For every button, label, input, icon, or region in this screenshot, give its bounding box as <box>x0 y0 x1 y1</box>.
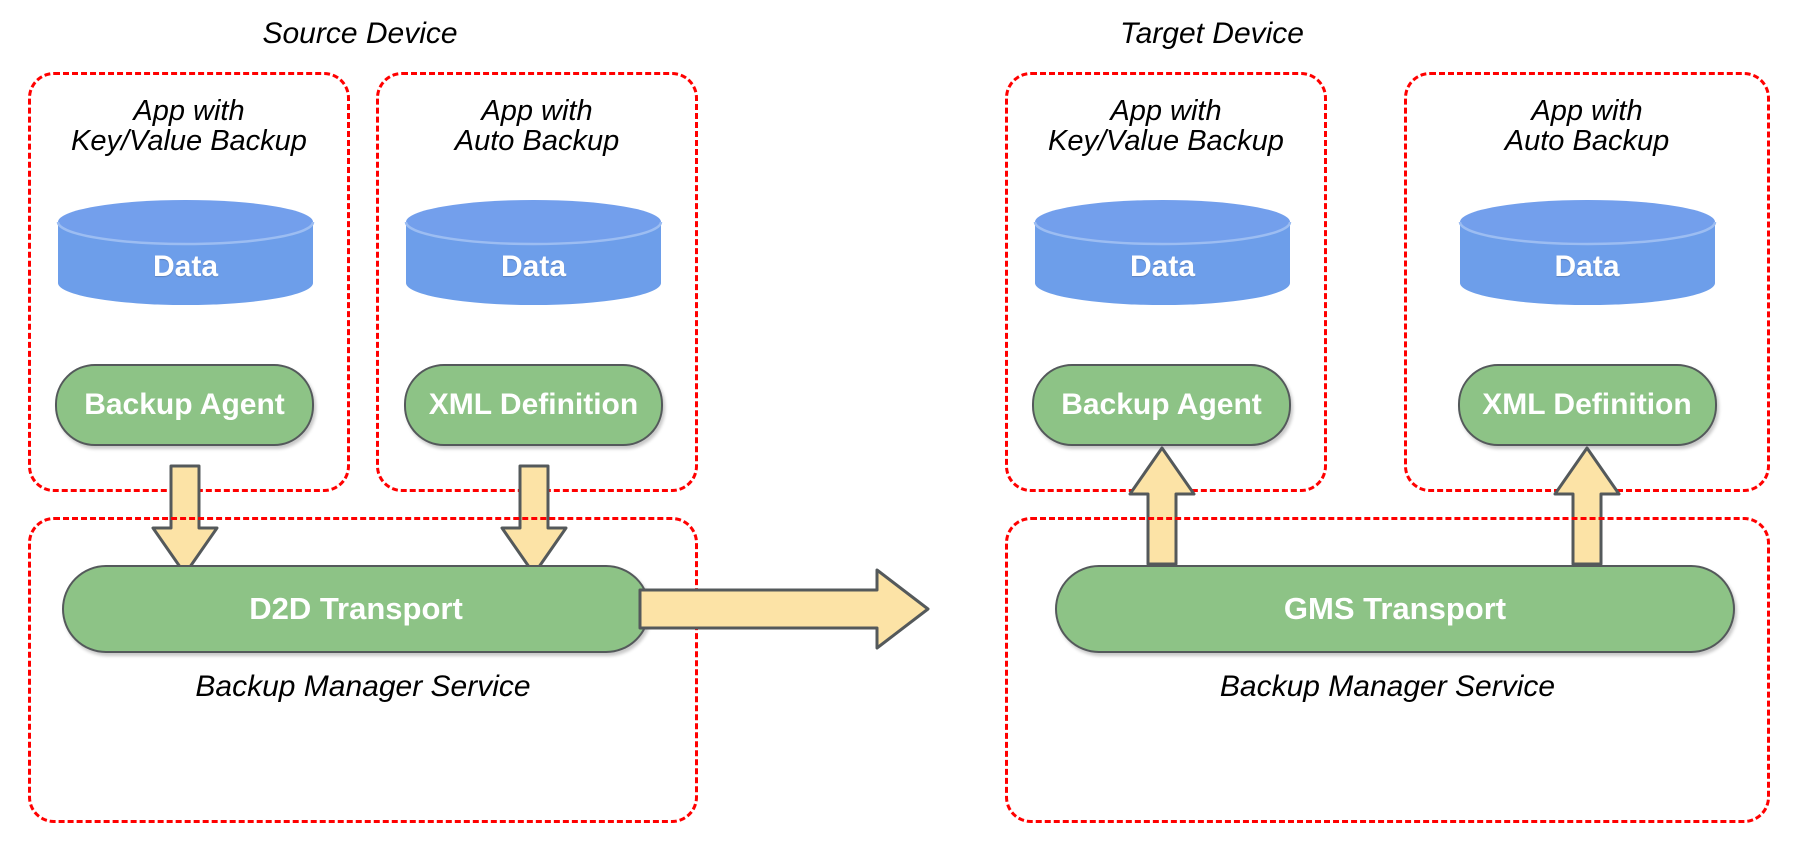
source-app-auto-title: App with Auto Backup <box>376 96 698 157</box>
target-app-auto-data-cylinder: Data <box>1458 200 1716 305</box>
source-app-auto-data-cylinder: Data <box>404 200 663 305</box>
source-arrow-auto-down <box>500 464 568 576</box>
source-backup-manager-service-label: Backup Manager Service <box>195 670 531 703</box>
target-backup-manager-service-container <box>1005 517 1770 823</box>
arrow-down-icon <box>500 464 568 576</box>
target-app-keyvalue-data-cylinder: Data <box>1033 200 1292 305</box>
arrow-right-icon <box>638 568 930 650</box>
cylinder-icon <box>56 200 315 305</box>
target-backup-agent-pill[interactable]: Backup Agent <box>1032 364 1291 446</box>
arrow-down-icon <box>151 464 219 576</box>
source-device-title: Source Device <box>262 17 458 50</box>
gms-transport-pill[interactable]: GMS Transport <box>1055 565 1735 653</box>
arrow-up-icon <box>1553 446 1621 566</box>
source-app-keyvalue-data-label: Data <box>152 250 219 283</box>
target-arrow-auto-up <box>1553 446 1621 566</box>
d2d-transport-pill[interactable]: D2D Transport <box>62 565 650 653</box>
target-xml-definition-pill[interactable]: XML Definition <box>1457 364 1717 446</box>
source-app-keyvalue-data-cylinder: Data <box>56 200 315 305</box>
arrow-up-icon <box>1128 446 1196 566</box>
app-title-line1: App with <box>1531 95 1643 127</box>
app-title-line2: Key/Value Backup <box>71 125 307 158</box>
cylinder-icon <box>1458 200 1716 305</box>
target-app-auto-data-label: Data <box>1554 250 1620 283</box>
app-title-line2: Auto Backup <box>1504 125 1670 158</box>
target-app-keyvalue-data-label: Data <box>1129 250 1196 283</box>
cylinder-icon <box>1033 200 1292 305</box>
target-app-auto-title: App with Auto Backup <box>1404 96 1770 157</box>
app-title-line1: App with <box>1110 95 1222 127</box>
target-arrow-keyvalue-up <box>1128 446 1196 566</box>
app-title-line2: Key/Value Backup <box>1048 125 1284 158</box>
source-app-keyvalue-title: App with Key/Value Backup <box>28 96 350 157</box>
target-device-title: Target Device <box>1120 17 1304 50</box>
app-title-line1: App with <box>133 95 245 127</box>
source-backup-agent-pill[interactable]: Backup Agent <box>55 364 314 446</box>
target-app-keyvalue-title: App with Key/Value Backup <box>1005 96 1327 157</box>
target-backup-manager-service-label: Backup Manager Service <box>1219 670 1556 703</box>
source-app-auto-data-label: Data <box>500 250 567 283</box>
source-arrow-keyvalue-down <box>151 464 219 576</box>
transfer-arrow-d2d-to-gms <box>638 568 930 650</box>
app-title-line2: Auto Backup <box>454 125 620 158</box>
app-title-line1: App with <box>481 95 593 127</box>
cylinder-icon <box>404 200 663 305</box>
source-xml-definition-pill[interactable]: XML Definition <box>404 364 663 446</box>
source-backup-manager-service-container <box>28 517 698 823</box>
